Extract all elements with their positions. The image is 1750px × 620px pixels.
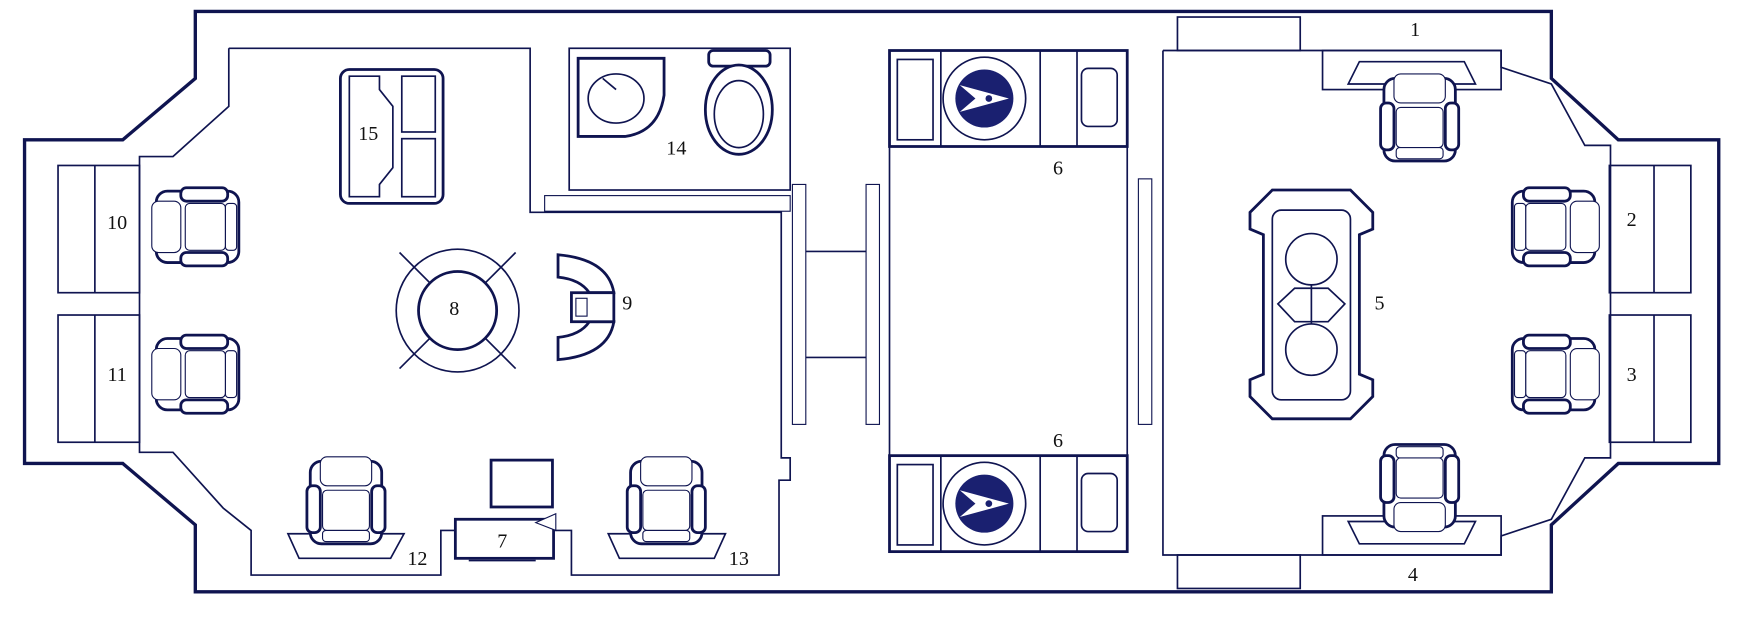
label-1: 1 — [1410, 19, 1420, 41]
airlock-door[interactable] — [791, 178, 1153, 425]
chair-4[interactable] — [1379, 443, 1461, 533]
sink — [576, 56, 666, 138]
hull-outline — [22, 9, 1721, 594]
label-10: 10 — [107, 212, 127, 234]
label-4: 4 — [1408, 564, 1418, 586]
chair-1[interactable] — [1379, 72, 1461, 163]
toilet — [703, 49, 774, 156]
hatch-bottom[interactable] — [1176, 554, 1302, 590]
label-8: 8 — [449, 298, 459, 320]
chair-13[interactable] — [625, 455, 707, 546]
desk-7 — [453, 458, 557, 562]
label-2: 2 — [1627, 209, 1637, 231]
table-5 — [1248, 188, 1375, 421]
label-13: 13 — [729, 548, 749, 570]
starfleet-seal-bottom — [942, 461, 1027, 546]
label-9: 9 — [622, 293, 632, 315]
storage-cabinet-15 — [339, 68, 445, 205]
label-12: 12 — [407, 548, 427, 570]
seat-9 — [556, 253, 616, 362]
table-8 — [395, 248, 520, 373]
console-10 — [57, 164, 141, 294]
chair-12[interactable] — [305, 455, 387, 546]
label-15: 15 — [358, 123, 378, 145]
chair-10[interactable] — [150, 186, 241, 268]
console-2 — [1608, 164, 1692, 294]
middle-cabin-wall — [888, 144, 1129, 457]
bathroom — [544, 47, 792, 212]
label-11: 11 — [108, 364, 127, 386]
label-14: 14 — [666, 137, 686, 159]
console-3 — [1608, 314, 1692, 444]
label-5: 5 — [1374, 293, 1384, 315]
starfleet-seal-top — [942, 56, 1027, 141]
label-6-top: 6 — [1053, 158, 1063, 180]
chair-2[interactable] — [1510, 186, 1601, 268]
chair-11[interactable] — [150, 333, 241, 415]
console-11 — [57, 314, 141, 444]
label-3: 3 — [1627, 364, 1637, 386]
label-6-bottom: 6 — [1053, 430, 1063, 452]
hatch-top[interactable] — [1176, 16, 1302, 52]
chair-3[interactable] — [1510, 333, 1601, 415]
label-7: 7 — [497, 530, 507, 552]
